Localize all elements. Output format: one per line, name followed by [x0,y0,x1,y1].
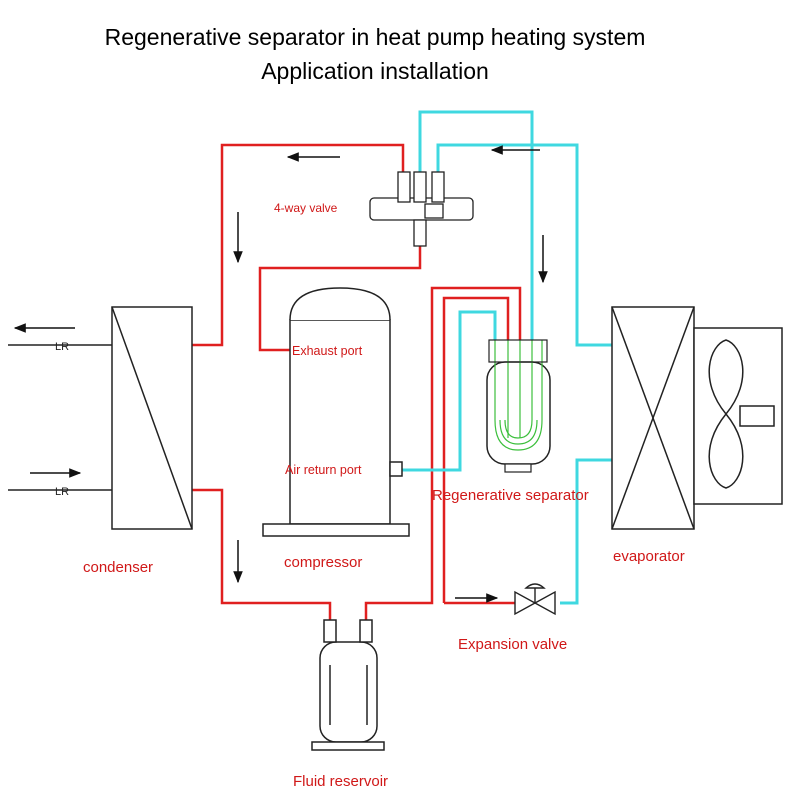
condenser-unit [8,306,193,530]
evaporator-unit [611,306,783,530]
fan-icon [708,339,775,489]
diagram-title-line1: Regenerative separator in heat pump heat… [104,24,646,50]
label-fluid-reservoir: Fluid reservoir [293,773,388,790]
regenerative-separator [486,339,551,473]
compressor-unit [262,287,410,537]
label-condenser: condenser [83,559,153,576]
four-way-valve [369,171,474,247]
fluid-reservoir-unit [311,619,385,751]
label-expansion-valve: Expansion valve [458,636,567,653]
label-evaporator: evaporator [613,548,685,565]
hot-refrigerant-lines [192,143,522,620]
label-four-way-valve: 4-way valve [274,201,338,215]
cold-refrigerant-lines [400,110,612,605]
label-exhaust-port: Exhaust port [292,344,363,358]
lr-label-bottom: LR [55,486,69,498]
diagram-title-line2: Application installation [261,58,489,84]
label-air-return-port: Air return port [285,463,362,477]
flow-arrows [13,145,548,603]
lr-label-top: LR [55,341,69,353]
label-compressor: compressor [284,554,362,571]
component-labels: 4-way valve Exhaust port Air return port… [83,201,685,790]
expansion-valve-icon [514,583,556,616]
label-regenerative-separator: Regenerative separator [432,487,589,504]
